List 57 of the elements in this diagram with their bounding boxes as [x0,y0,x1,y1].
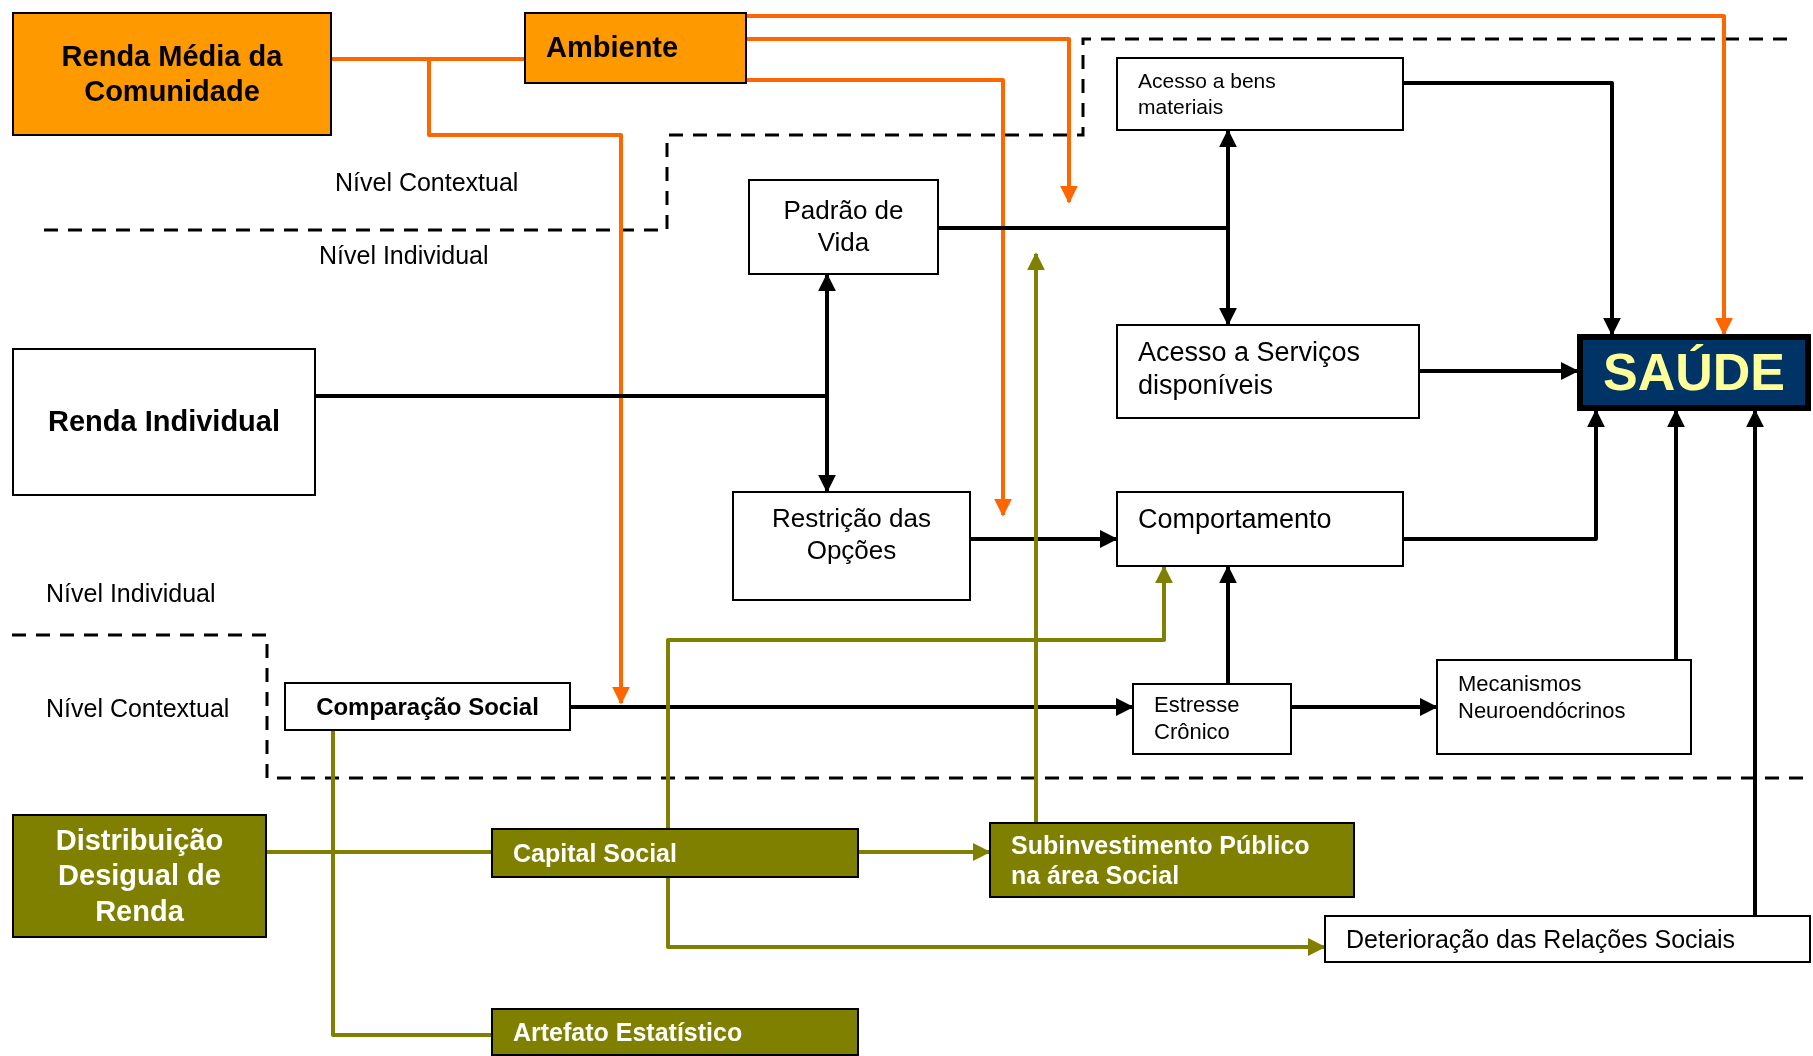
arrow [939,226,1237,326]
process-box [284,682,571,731]
process-box [732,491,971,601]
factor-box [491,828,859,878]
arrow [666,565,1173,828]
level-label: Nível Individual [319,241,489,270]
node-label: Acesso a bens materiais [1138,68,1277,120]
outcome-box [1577,334,1811,411]
arrow [859,843,991,861]
node-label: Comparação Social [316,691,539,722]
level-label: Nível Contextual [335,168,519,197]
arrow [571,698,1134,716]
factor-box [12,12,332,136]
process-box [12,348,316,496]
arrow [666,878,1326,956]
arrow [1746,409,1764,915]
process-box [748,179,939,275]
process-box [1132,683,1292,755]
node-label: Estresse Crônico [1154,692,1241,746]
arrow [1667,409,1685,659]
connector-line [267,850,491,854]
arrow [747,78,1012,517]
connector-line [331,731,491,1037]
node-label: Deterioração das Relações Sociais [1346,923,1736,955]
process-box [1116,491,1404,567]
arrow [1027,252,1045,822]
node-label: SAÚDE [1603,341,1785,403]
arrow [1404,409,1605,541]
node-label: Comportamento [1138,503,1332,536]
factor-box [989,822,1355,898]
factor-box [12,814,267,938]
process-box [1324,915,1811,963]
level-label: Nível Individual [46,579,216,608]
arrow [1420,362,1579,380]
node-label: Renda Individual [48,404,280,440]
node-label: Artefato Estatístico [513,1016,743,1048]
factor-box [491,1008,859,1056]
node-label: Subinvestimento Público na área Social [1011,829,1311,891]
arrow [747,37,1078,204]
arrow [1219,565,1237,683]
factor-box [524,12,747,84]
arrow [747,14,1733,336]
node-label: Renda Média da Comunidade [60,38,284,109]
arrow [971,530,1118,548]
node-label: Mecanismos Neuroendócrinos [1458,671,1627,725]
node-label: Ambiente [546,30,679,66]
node-label: Capital Social [513,837,677,869]
process-box [1436,659,1692,755]
node-label: Acesso a Serviços disponíveis [1138,336,1362,402]
process-box [1116,57,1404,131]
arrow [1404,81,1621,336]
node-label: Padrão de Vida [782,195,905,259]
process-box [1116,324,1420,419]
node-label: Distribuição Desigual de Renda [54,822,225,929]
arrow [1292,698,1438,716]
level-label: Nível Contextual [46,694,230,723]
node-label: Restrição das Opções [771,503,932,567]
